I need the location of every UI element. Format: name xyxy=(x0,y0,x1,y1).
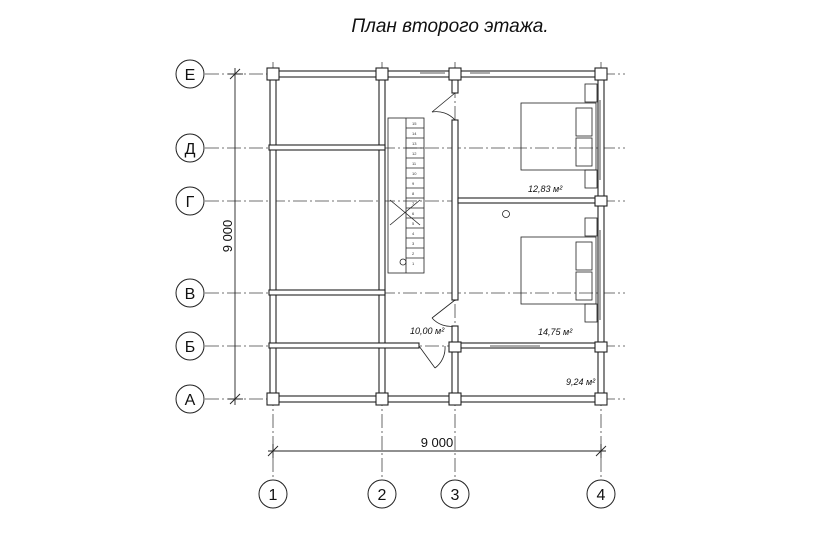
area-label-hall: 10,00 м² xyxy=(410,326,445,336)
stair-step-5: 5 xyxy=(412,221,415,226)
staircase: 15 14 13 12 11 10 9 8 7 6 5 4 3 2 1 xyxy=(387,117,425,274)
bed-bottom xyxy=(520,217,598,323)
area-label-bedroom-bottom: 14,75 м² xyxy=(538,327,573,337)
column-label-2: 2 xyxy=(378,487,387,504)
area-label-balcony: 9,24 м² xyxy=(566,377,596,387)
stair-step-13: 13 xyxy=(412,141,417,146)
stair-step-7: 7 xyxy=(412,201,415,206)
row-label-a: А xyxy=(185,392,196,409)
stair-step-3: 3 xyxy=(412,241,415,246)
doors xyxy=(418,92,456,369)
horizontal-dimension-label: 9 000 xyxy=(421,435,454,450)
row-label-v: В xyxy=(185,286,196,303)
stair-step-9: 9 xyxy=(412,181,415,186)
stair-step-10: 10 xyxy=(412,171,417,176)
walls xyxy=(266,67,608,406)
column-axis-lines xyxy=(272,62,602,478)
stair-step-2: 2 xyxy=(412,251,415,256)
column-bubbles: 1 2 3 4 xyxy=(258,479,616,509)
horizontal-dimension: 9 000 xyxy=(267,435,607,458)
vertical-dimension-label: 9 000 xyxy=(220,220,235,253)
row-label-b: Б xyxy=(185,339,196,356)
bed-top xyxy=(520,83,598,189)
stair-step-15: 15 xyxy=(412,121,417,126)
row-bubbles: Е Д Г В Б А xyxy=(175,59,205,414)
column-label-4: 4 xyxy=(597,487,606,504)
stair-step-12: 12 xyxy=(412,151,417,156)
row-label-g: Г xyxy=(186,194,195,211)
column-label-3: 3 xyxy=(451,487,460,504)
ceiling-lamp-icon xyxy=(502,210,510,218)
row-label-d: Д xyxy=(185,141,196,158)
stair-step-4: 4 xyxy=(412,231,415,236)
area-label-bedroom-top: 12,83 м² xyxy=(528,184,563,194)
stair-step-8: 8 xyxy=(412,191,415,196)
row-label-e: Е xyxy=(185,67,196,84)
stair-step-14: 14 xyxy=(412,131,417,136)
column-label-1: 1 xyxy=(269,487,278,504)
stair-step-11: 11 xyxy=(412,161,417,166)
stair-step-1: 1 xyxy=(412,261,415,266)
vertical-dimension: 9 000 xyxy=(220,68,243,405)
plan-title: План второго этажа. xyxy=(351,16,548,37)
stair-step-6: 6 xyxy=(412,211,415,216)
